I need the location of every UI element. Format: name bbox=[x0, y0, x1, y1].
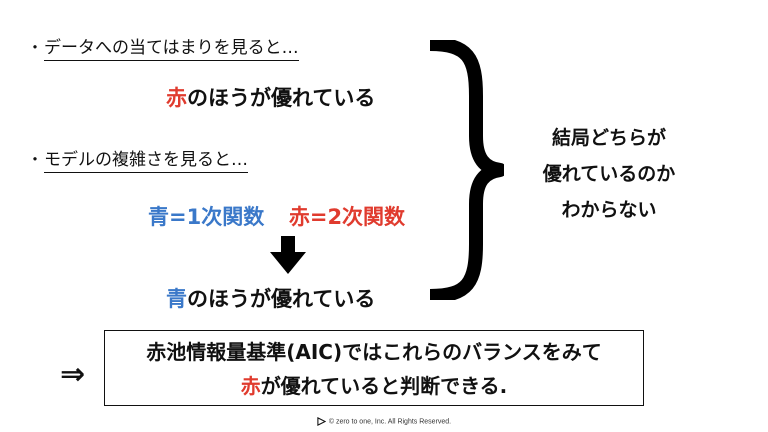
red-better-text: のほうが優れている bbox=[187, 86, 376, 110]
blue-keyword: 青 bbox=[166, 287, 187, 311]
bullet-text: モデルの複雑さを見ると… bbox=[44, 151, 248, 173]
bullet-dot: ・ bbox=[26, 38, 43, 57]
blue-better-text: のほうが優れている bbox=[187, 287, 376, 311]
bullet-data-fit: ・ データへの当てはまりを見ると… bbox=[26, 34, 299, 61]
down-arrow-icon bbox=[270, 236, 306, 274]
conclusion-line: 優れているのか bbox=[542, 163, 676, 185]
aic-summary-box: 赤池情報量基準(AIC)ではこれらのバランスをみて 赤が優れていると判断できる. bbox=[104, 330, 644, 406]
right-brace-icon bbox=[429, 40, 504, 300]
blue-better-line: 青のほうが優れている bbox=[166, 283, 375, 313]
aic-summary-line1: 赤池情報量基準(AIC)ではこれらのバランスをみて bbox=[146, 340, 602, 364]
conclusion-line: 結局どちらが bbox=[551, 127, 666, 149]
red-keyword: 赤 bbox=[240, 374, 261, 398]
bullet-model-complexity: ・ モデルの複雑さを見ると… bbox=[26, 146, 248, 173]
conclusion-line: わからない bbox=[561, 199, 657, 221]
red-keyword: 赤 bbox=[166, 86, 187, 110]
red-function-label: 赤=2次関数 bbox=[288, 205, 406, 229]
conclusion-text: 結局どちらが 優れているのか わからない bbox=[520, 120, 698, 228]
bullet-dot: ・ bbox=[26, 150, 43, 169]
function-labels: 青=1次関数 赤=2次関数 bbox=[148, 201, 405, 231]
red-better-line: 赤のほうが優れている bbox=[166, 82, 375, 112]
company-logo-icon bbox=[317, 417, 326, 426]
footer: © zero to one, Inc. All Rights Reserved. bbox=[0, 417, 768, 426]
implies-arrow-icon: ⇒ bbox=[60, 357, 86, 392]
blue-function-label: 青=1次関数 bbox=[148, 205, 265, 229]
copyright-text: © zero to one, Inc. All Rights Reserved. bbox=[328, 418, 452, 426]
bullet-text: データへの当てはまりを見ると… bbox=[44, 39, 299, 61]
aic-summary-line2: 赤が優れていると判断できる. bbox=[105, 369, 643, 403]
aic-summary-line2-text: が優れていると判断できる. bbox=[260, 374, 508, 398]
